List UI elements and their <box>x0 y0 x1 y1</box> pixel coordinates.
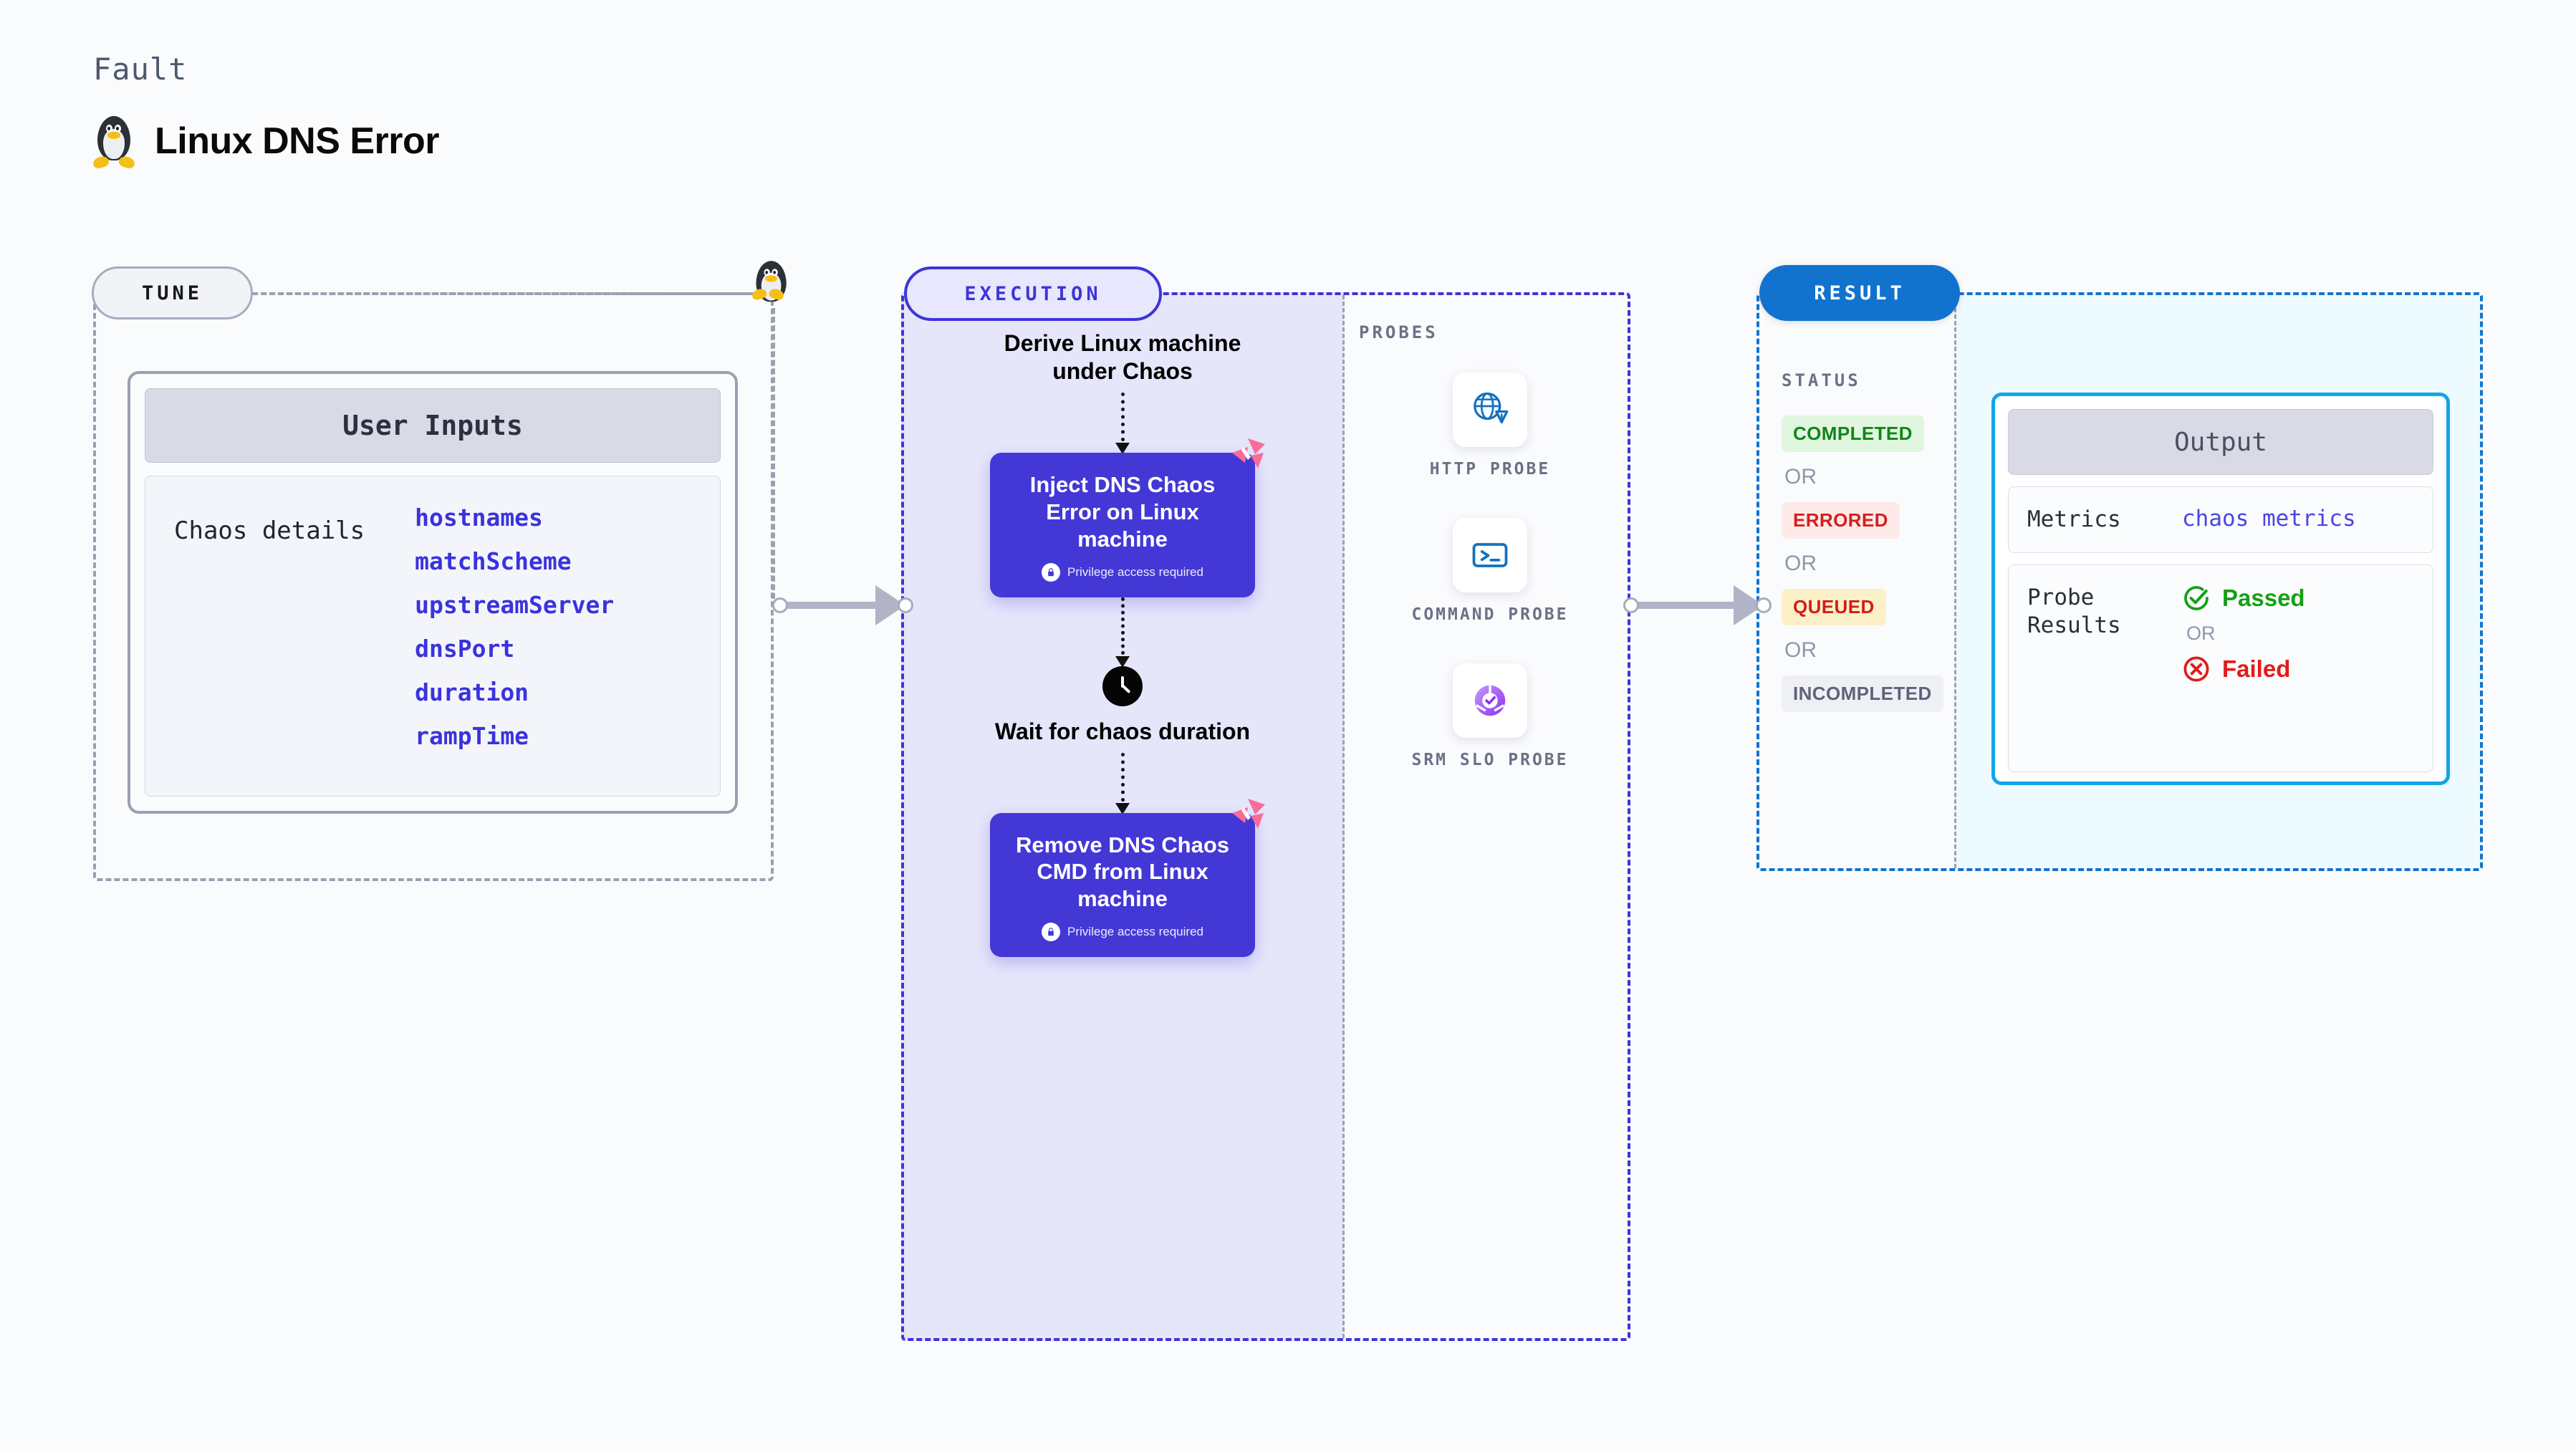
probe-item-http[interactable]: HTTP PROBE <box>1430 372 1550 481</box>
probes-section-label: PROBES <box>1359 322 1438 342</box>
exec-step-remove-label: Remove DNS Chaos CMD from Linux machine <box>1015 832 1230 912</box>
probe-tile-command[interactable] <box>1452 518 1527 593</box>
probe-label-http: HTTP PROBE <box>1429 460 1551 479</box>
lock-icon <box>1042 562 1061 582</box>
probe-item-command[interactable]: COMMAND PROBE <box>1411 518 1568 626</box>
input-item-ramptime[interactable]: rampTime <box>415 722 529 750</box>
check-circle-icon <box>2184 585 2209 610</box>
probe-tile-http[interactable] <box>1452 372 1527 447</box>
status-badge-errored: ERRORED <box>1782 502 1900 539</box>
probe-label-srm-slo: SRM SLO PROBE <box>1411 751 1569 770</box>
probe-result-failed: Failed <box>2182 655 2305 683</box>
exec-step-derive-label: Derive Linux machine under Chaos <box>1004 330 1241 385</box>
linux-penguin-badge-icon <box>751 258 787 302</box>
result-pill-label[interactable]: RESULT <box>1759 265 1960 321</box>
exec-step-remove-box[interactable]: Remove DNS Chaos CMD from Linux machine … <box>990 798 1265 957</box>
result-panel <box>1756 292 2483 871</box>
output-metrics-value[interactable]: chaos metrics <box>2182 506 2356 532</box>
flow-arrow-2 <box>1115 597 1130 668</box>
status-or-1: OR <box>1784 465 1817 489</box>
tune-top-dashed-line <box>252 292 754 295</box>
status-badge-queued: QUEUED <box>1782 589 1886 625</box>
probes-divider-line <box>1342 295 1345 1338</box>
srm-slo-donut-check-icon <box>1474 684 1506 716</box>
input-item-matchscheme[interactable]: matchScheme <box>415 547 572 575</box>
linux-penguin-icon <box>92 115 136 170</box>
exec-step-inject-box[interactable]: Inject DNS Chaos Error on Linux machine … <box>990 438 1265 597</box>
x-circle-icon <box>2183 656 2209 682</box>
output-metrics-row: Metrics chaos metrics <box>2008 486 2433 553</box>
input-item-dnsport[interactable]: dnsPort <box>415 635 515 663</box>
globe-alert-icon <box>1474 392 1509 424</box>
probe-label-command: COMMAND PROBE <box>1411 605 1569 625</box>
output-probe-results-row: Probe Results Passed OR Faile <box>2008 564 2433 772</box>
probe-result-passed-label: Passed <box>2222 584 2305 611</box>
output-probe-results-key: Probe Results <box>2027 584 2121 638</box>
clock-icon <box>1102 665 1143 706</box>
fault-kicker-label: Fault <box>93 52 188 87</box>
terminal-icon <box>1472 543 1508 567</box>
status-or-3: OR <box>1784 638 1817 662</box>
exec-step-inject-note: Privilege access required <box>1067 564 1203 579</box>
tune-pill-label[interactable]: TUNE <box>92 266 253 319</box>
output-metrics-key: Metrics <box>2027 506 2121 532</box>
output-probe-results-values: Passed OR Failed <box>2182 584 2305 683</box>
chaos-details-label: Chaos details <box>174 516 365 545</box>
input-item-upstreamserver[interactable]: upstreamServer <box>415 591 615 619</box>
exec-step-inject-label: Inject DNS Chaos Error on Linux machine <box>1029 472 1216 552</box>
fault-title-row: Linux DNS Error <box>92 115 440 170</box>
exec-step-remove-note-row: Privilege access required <box>1006 922 1239 941</box>
lock-icon <box>1042 922 1061 941</box>
output-card-header: Output <box>2008 409 2433 475</box>
exec-step-wait-label: Wait for chaos duration <box>994 718 1251 744</box>
flow-arrow-3 <box>1115 752 1130 814</box>
flow-arrow-1 <box>1115 393 1130 455</box>
status-section-label: STATUS <box>1782 370 1861 390</box>
output-card: Output Metrics chaos metrics Probe Resul… <box>1991 393 2450 785</box>
tune-drop-dashed-line <box>772 308 775 607</box>
user-inputs-card: User Inputs Chaos details hostnames matc… <box>128 371 738 814</box>
input-item-hostnames[interactable]: hostnames <box>415 504 543 532</box>
chaos-input-list: hostnames matchScheme upstreamServer dns… <box>415 504 614 796</box>
probe-tile-srm-slo[interactable] <box>1452 663 1527 739</box>
exec-step-inject-note-row: Privilege access required <box>1006 562 1239 582</box>
status-or-2: OR <box>1784 552 1817 575</box>
execution-probes-panel <box>901 292 1630 1341</box>
harness-logo-icon <box>1232 438 1265 469</box>
page-title: Linux DNS Error <box>155 120 440 162</box>
status-list: COMPLETED OR ERRORED OR QUEUED OR INCOMP… <box>1782 415 1946 712</box>
execution-flow: Derive Linux machine under Chaos Inject … <box>901 330 1344 957</box>
probe-result-failed-label: Failed <box>2222 655 2291 682</box>
result-divider-line <box>1954 295 1956 868</box>
user-inputs-body: Chaos details hostnames matchScheme upst… <box>145 476 721 797</box>
user-inputs-header: User Inputs <box>145 388 721 463</box>
harness-logo-icon <box>1232 798 1265 829</box>
exec-step-remove-note: Privilege access required <box>1067 924 1203 938</box>
execution-pill-label[interactable]: EXECUTION <box>904 266 1162 321</box>
probe-result-passed: Passed <box>2182 584 2305 612</box>
status-badge-completed: COMPLETED <box>1782 415 1924 452</box>
input-item-duration[interactable]: duration <box>415 678 529 706</box>
status-badge-incompleted: INCOMPLETED <box>1782 675 1943 712</box>
probes-list: HTTP PROBE COMMAND PROBE <box>1354 372 1626 771</box>
probe-item-srm-slo[interactable]: SRM SLO PROBE <box>1411 663 1568 771</box>
probe-result-or: OR <box>2186 622 2216 644</box>
